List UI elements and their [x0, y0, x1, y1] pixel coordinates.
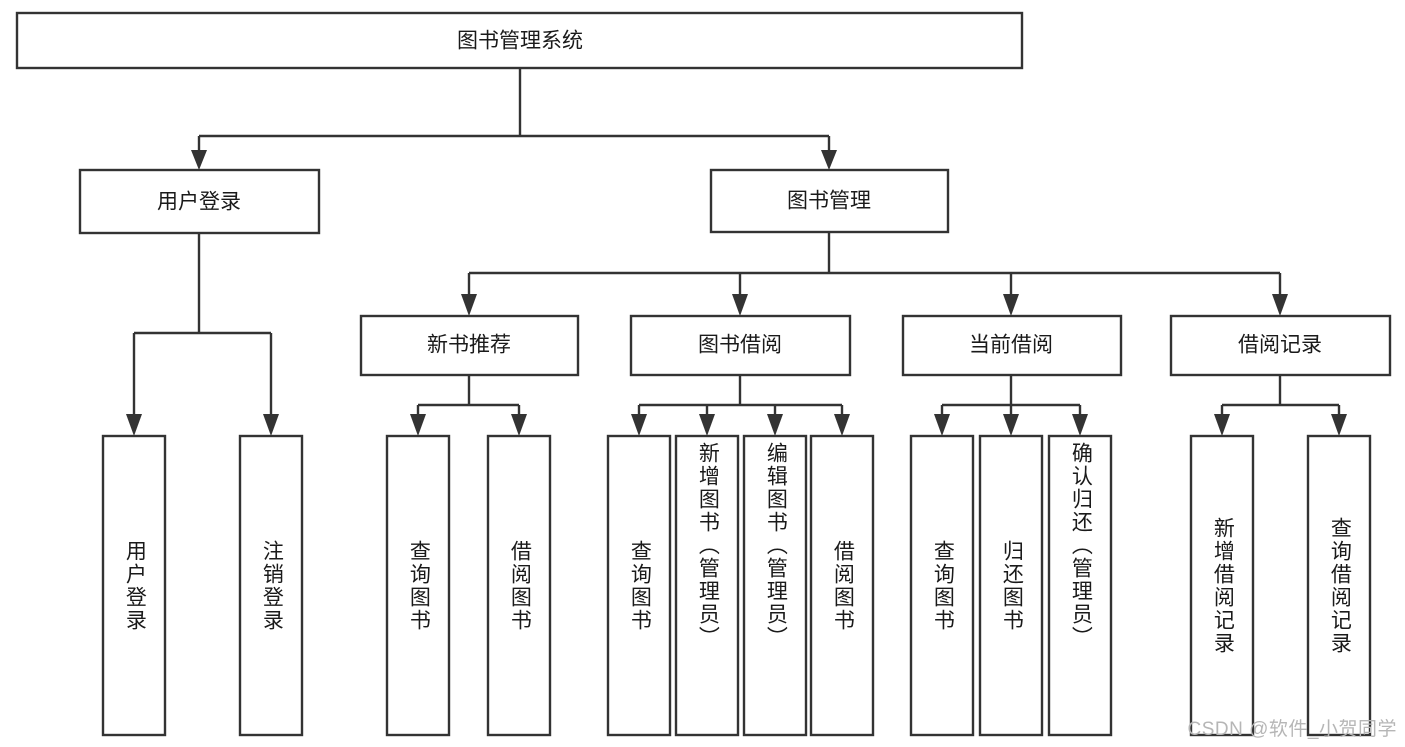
arrow-leaf-borrow-4 [834, 414, 850, 436]
arrow-leaf-user-login-1 [126, 414, 142, 436]
leaf-box-record-2[interactable] [1306, 434, 1372, 737]
arrow-to-borrow [732, 294, 748, 316]
leaf-box-record-1[interactable] [1189, 434, 1255, 737]
node-user-login[interactable] [78, 168, 321, 235]
node-borrow-record[interactable] [1169, 314, 1392, 377]
arrow-leaf-user-login-2 [263, 414, 279, 436]
node-borrow-record-label: 借阅记录 [1238, 334, 1322, 357]
node-book-borrow-label: 图书借阅 [698, 334, 782, 357]
arrow-leaf-borrow-3 [767, 414, 783, 436]
arrow-to-new-book [461, 294, 477, 316]
arrow-leaf-current-1 [934, 414, 950, 436]
arrow-to-record [1272, 294, 1288, 316]
arrow-to-user-login [191, 150, 207, 170]
leaf-box-borrow-3[interactable] [742, 434, 808, 737]
leaf-box-current-3[interactable] [1047, 434, 1113, 737]
arrow-leaf-borrow-1 [631, 414, 647, 436]
node-current-borrow[interactable] [901, 314, 1123, 377]
arrow-to-current [1003, 294, 1019, 316]
connector-layer [126, 68, 1347, 436]
node-book-manage-label: 图书管理 [787, 190, 871, 213]
node-root-label: 图书管理系统 [457, 30, 583, 53]
leaf-box-current-2[interactable] [978, 434, 1044, 737]
arrow-leaf-current-3 [1072, 414, 1088, 436]
arrow-leaf-new-book-2 [511, 414, 527, 436]
node-new-book-recommend-label: 新书推荐 [427, 334, 511, 357]
leaf-box-user-login-2[interactable] [238, 434, 304, 737]
node-layer: 图书管理系统 用户登录 图书管理 新书推荐 图书借阅 当前借阅 借阅记录 [15, 11, 1392, 737]
node-root[interactable] [15, 11, 1024, 70]
arrow-leaf-new-book-1 [410, 414, 426, 436]
arrow-leaf-record-1 [1214, 414, 1230, 436]
leaf-box-new-book-1[interactable] [385, 434, 451, 737]
leaf-box-borrow-1[interactable] [606, 434, 672, 737]
leaf-box-user-login-1[interactable] [101, 434, 167, 737]
arrow-to-book-manage [821, 150, 837, 170]
arrow-leaf-borrow-2 [699, 414, 715, 436]
node-current-borrow-label: 当前借阅 [969, 334, 1053, 357]
arrow-leaf-record-2 [1331, 414, 1347, 436]
node-book-borrow[interactable] [629, 314, 852, 377]
leaf-box-borrow-4[interactable] [809, 434, 875, 737]
csdn-watermark: CSDN @软件_小贺同学 [1187, 719, 1397, 740]
leaf-box-borrow-2[interactable] [674, 434, 740, 737]
node-user-login-label: 用户登录 [157, 191, 241, 214]
node-book-manage[interactable] [709, 168, 950, 234]
leaf-box-new-book-2[interactable] [486, 434, 552, 737]
leaf-box-current-1[interactable] [909, 434, 975, 737]
arrow-leaf-current-2 [1003, 414, 1019, 436]
node-new-book-recommend[interactable] [359, 314, 580, 377]
